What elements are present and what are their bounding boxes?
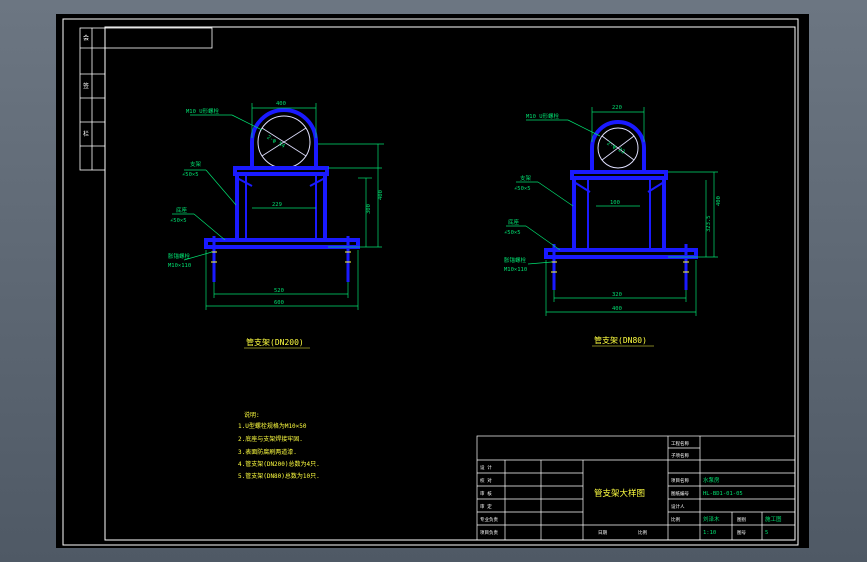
right-support: 220 2-φ 23 100 323.5 400 320 400 M10 U形螺…	[504, 105, 722, 347]
left-anchor-callout: M10×110	[168, 263, 191, 269]
right-base-callout: ∠50×5	[504, 230, 521, 236]
tb-project-value: 水泵房	[703, 476, 720, 484]
right-bottom-dim: 320	[612, 292, 622, 298]
outer-border	[62, 18, 799, 546]
tb-left-label: 专业负责	[480, 516, 498, 523]
left-bottom-dim: 520	[274, 288, 284, 294]
left-caption: 管支架(DN200)	[246, 337, 304, 347]
tb-right-label: 项目名称	[671, 477, 689, 484]
right-pipe	[597, 127, 639, 169]
tb-designer: 刘泽木	[703, 515, 720, 523]
right-caption: 管支架(DN80)	[594, 335, 647, 345]
left-anchor-callout: 胀锚螺栓	[168, 252, 191, 260]
left-base-callout: ∠50×5	[170, 218, 187, 224]
right-anchor-callout: M10×110	[504, 267, 527, 273]
tb-right-label: 图纸编号	[671, 490, 689, 497]
tb-left-label: 校 对	[480, 477, 492, 484]
right-top-beam	[570, 170, 668, 180]
left-bottom-dim: 600	[274, 300, 284, 306]
left-top-beam	[233, 166, 329, 176]
left-height-dim: 400	[378, 190, 384, 200]
drawing-sheet	[56, 14, 809, 548]
tb-right-label: 图号	[737, 530, 746, 536]
right-bolt-callout: M10 U形螺栓	[526, 112, 560, 120]
notes-block: 说明: 1.U型螺栓规格为M10×50 2.底座与支架焊接牢固. 3.表面防腐刷…	[238, 411, 320, 480]
left-support: 400 2-φ 54 229 300 400 520 600 M10 U形螺栓 …	[168, 101, 384, 349]
left-u-bolt	[250, 108, 318, 168]
tb-right-label: 设计人	[671, 503, 685, 510]
right-base-plate	[544, 248, 698, 259]
title-block	[476, 435, 796, 541]
tb-drawing-no: HL-BD1-01-05	[703, 491, 743, 497]
tb-bottom-label: 比例	[638, 529, 647, 536]
note-line: 4.管支架(DN200)总数为4只.	[238, 460, 320, 468]
note-line: 1.U型螺栓规格为M10×50	[238, 422, 307, 430]
left-pipe-dim: 400	[276, 101, 286, 107]
tb-right-label: 比例	[671, 516, 680, 523]
margin-label: 签	[83, 82, 89, 90]
margin-label: 会	[83, 34, 89, 42]
right-base-callout: 底座	[508, 218, 520, 226]
right-bracket-callout: 支架	[520, 174, 532, 182]
right-height-dim: 400	[716, 196, 722, 206]
tb-stage: 施工图	[765, 515, 782, 523]
left-bolt-callout: M10 U形螺栓	[186, 107, 220, 115]
margin-signoff	[79, 27, 213, 171]
right-height-dim: 323.5	[706, 215, 712, 232]
left-base-plate	[204, 238, 360, 249]
left-bracket-callout: 支架	[190, 160, 202, 168]
tb-right-label: 图别	[737, 516, 746, 523]
tb-right-label: 工程名称	[671, 440, 689, 447]
left-height-dim: 300	[366, 204, 372, 214]
tb-drawing-title: 管支架大样图	[594, 488, 645, 499]
right-inner-dim: 100	[610, 200, 620, 206]
left-inner-dim: 229	[272, 202, 282, 208]
right-bracket-callout: ∠50×5	[514, 186, 531, 192]
inner-border	[104, 26, 796, 541]
left-base-callout: 底座	[176, 206, 188, 214]
note-line: 5.管支架(DN80)总数为10只.	[238, 472, 320, 480]
right-pipe-dim: 220	[612, 105, 622, 111]
tb-left-label: 审 定	[480, 503, 492, 510]
tb-scale: 1:10	[703, 530, 716, 536]
tb-left-label: 审 核	[480, 490, 492, 497]
tb-left-label: 设 计	[480, 464, 492, 471]
tb-bottom-label: 日期	[598, 530, 607, 536]
note-line: 2.底座与支架焊接牢固.	[238, 435, 303, 443]
right-anchor-callout: 胀锚螺栓	[504, 256, 527, 264]
tb-right-label: 子项名称	[671, 452, 689, 459]
right-bottom-dim: 400	[612, 306, 622, 312]
tb-sheet: 5	[765, 530, 768, 536]
note-line: 3.表面防腐刷两道漆.	[238, 448, 297, 456]
right-u-bolt	[590, 120, 646, 172]
left-bracket-callout: ∠50×5	[182, 172, 199, 178]
tb-left-label: 项目负责	[480, 529, 498, 536]
margin-label: 栏	[83, 130, 89, 138]
notes-title: 说明:	[244, 411, 260, 419]
